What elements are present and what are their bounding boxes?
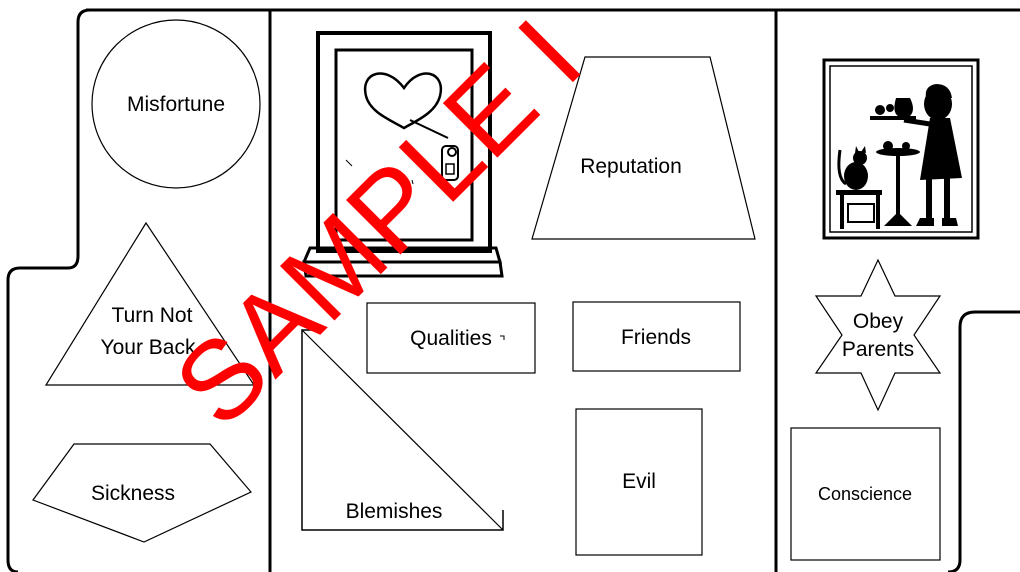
board-outline <box>6 8 1020 572</box>
turn-label-line1: Turn Not <box>112 304 193 327</box>
turn-label-line2: Your Back <box>101 336 196 359</box>
obey-label-line1: Obey <box>853 310 904 333</box>
qualities-space[interactable]: Qualities <box>366 302 536 374</box>
conscience-space[interactable]: Conscience <box>790 427 941 561</box>
misfortune-label: Misfortune <box>127 93 225 116</box>
sickness-label: Sickness <box>91 482 175 505</box>
turn-not-your-back-space[interactable]: Turn Not Your Back <box>44 221 256 386</box>
blemishes-space[interactable]: Blemishes <box>301 329 504 531</box>
obey-parents-space[interactable]: Obey Parents <box>814 258 942 412</box>
blemishes-label: Blemishes <box>346 500 443 523</box>
reputation-space[interactable]: Reputation <box>531 56 756 240</box>
reputation-label: Reputation <box>580 155 682 178</box>
girl-serving-tea-silhouette-icon <box>822 58 980 240</box>
sickness-space[interactable]: Sickness <box>32 443 252 543</box>
friends-label: Friends <box>621 326 691 349</box>
window-with-heart-icon <box>301 31 504 278</box>
friends-space[interactable]: Friends <box>572 301 741 372</box>
evil-label: Evil <box>622 470 656 493</box>
evil-space[interactable]: Evil <box>575 408 703 556</box>
qualities-label: Qualities <box>410 327 492 350</box>
obey-label-line2: Parents <box>842 338 914 361</box>
misfortune-space[interactable]: Misfortune <box>91 19 261 189</box>
conscience-label: Conscience <box>818 484 912 504</box>
